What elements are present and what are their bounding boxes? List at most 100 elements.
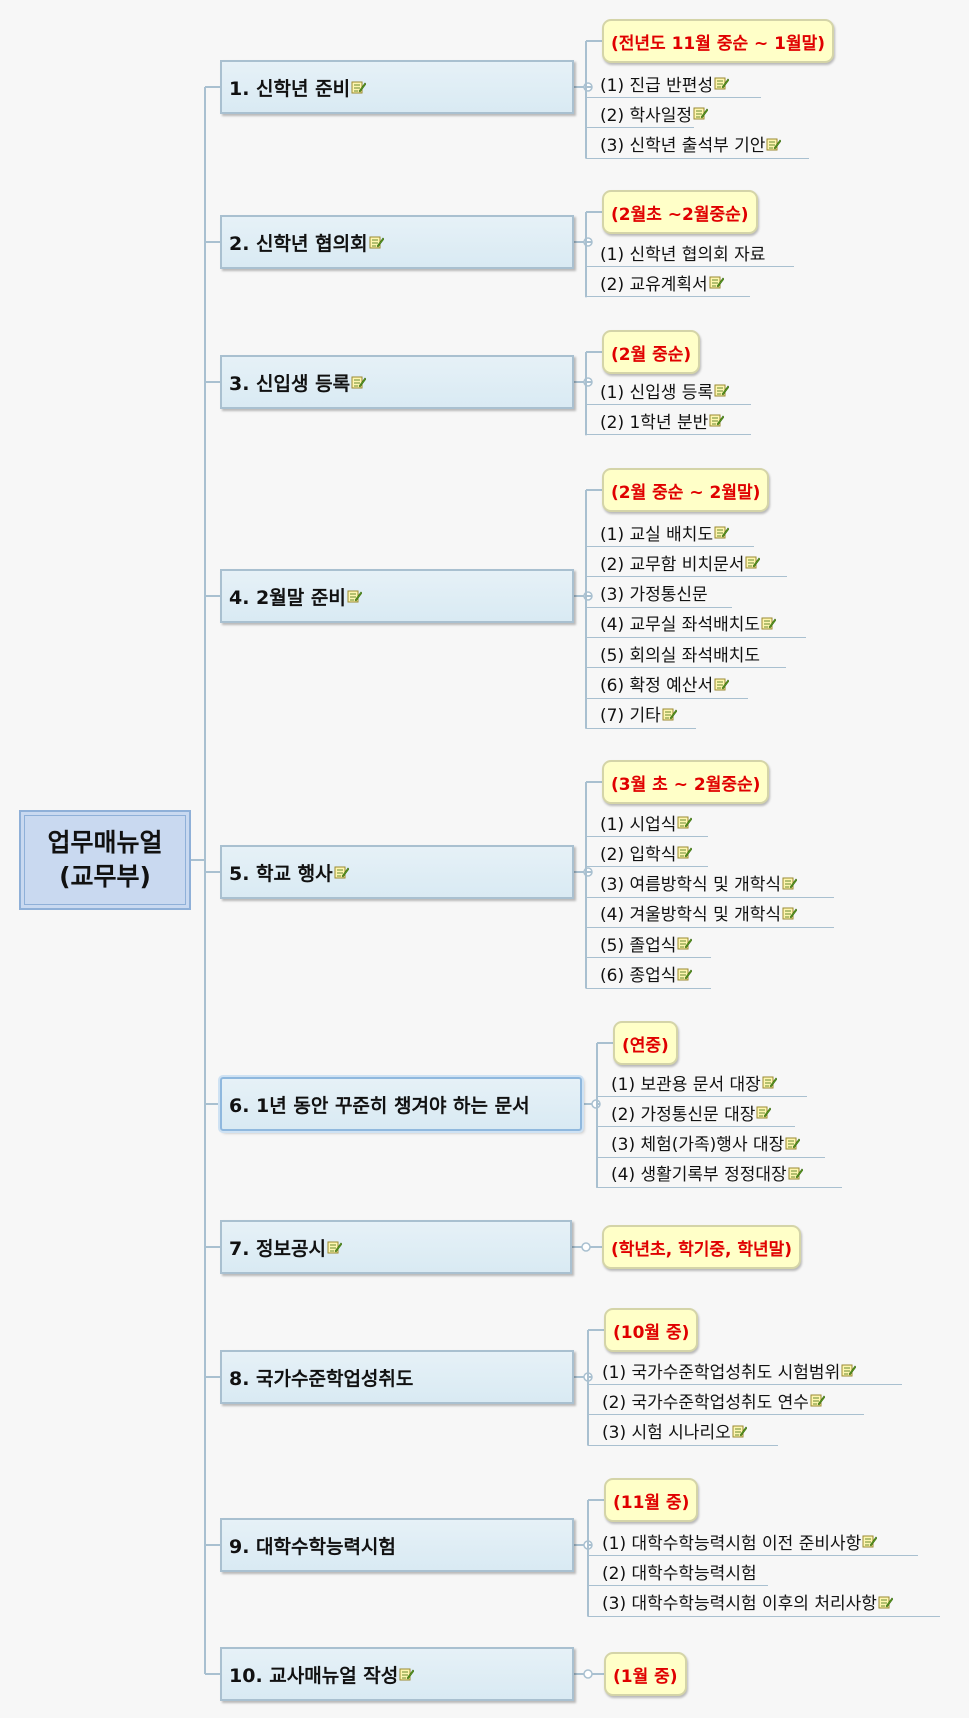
root-topic[interactable]: 업무매뉴얼 (교무부) (19, 810, 191, 910)
section-topic[interactable]: 4. 2월말 준비 (220, 569, 574, 623)
sub-topic[interactable]: (2) 학사일정 (586, 99, 709, 129)
note-icon[interactable] (347, 589, 362, 603)
section-topic[interactable]: 1. 신학년 준비 (220, 60, 574, 114)
sub-topic[interactable]: (3) 시험 시나리오 (588, 1417, 778, 1446)
sub-topic[interactable]: (6) 확정 예산서 (586, 670, 748, 699)
section-title: 3. 신입생 등록 (229, 372, 351, 395)
note-icon[interactable] (327, 1240, 342, 1254)
note-icon[interactable] (761, 616, 777, 630)
sub-topic[interactable]: (6) 종업식 (586, 960, 711, 989)
sub-topic[interactable]: (1) 진급 반편성 (586, 69, 761, 98)
date-range-label[interactable]: (10월 중) (604, 1308, 699, 1352)
sub-topic[interactable]: (2) 대학수학능력시험 (588, 1557, 768, 1587)
sub-topic[interactable]: (1) 시업식 (586, 808, 708, 837)
date-range-text: (2월 중순 ~ 2월말) (611, 482, 761, 503)
note-icon[interactable] (782, 876, 798, 890)
sub-topic[interactable]: (2) 국가수준학업성취도 연수 (588, 1386, 864, 1416)
date-range-label[interactable]: (2월 중순) (602, 330, 701, 374)
sub-topic[interactable]: (3) 가정통신문 (586, 579, 732, 608)
date-range-label[interactable]: (전년도 11월 중순 ~ 1월말) (602, 19, 835, 63)
note-icon[interactable] (677, 936, 693, 950)
sub-topic[interactable]: (2) 가정통신문 대장 (597, 1098, 795, 1128)
note-icon[interactable] (662, 707, 677, 721)
date-range-label[interactable]: (1월 중) (604, 1652, 687, 1696)
note-icon[interactable] (756, 1105, 772, 1119)
connector-node (581, 1242, 591, 1252)
sub-topic[interactable]: (1) 보관용 문서 대장 (597, 1068, 807, 1097)
date-range-label[interactable]: (2월초 ~2월중순) (602, 190, 758, 234)
sub-topic[interactable]: (1) 교실 배치도 (586, 518, 754, 547)
sub-topic[interactable]: (4) 겨울방학식 및 개학식 (586, 899, 834, 928)
note-icon[interactable] (785, 1136, 801, 1150)
note-icon[interactable] (878, 1595, 893, 1609)
section-topic[interactable]: 2. 신학년 협의회 (220, 215, 574, 269)
note-icon[interactable] (782, 906, 798, 920)
sub-topic[interactable]: (7) 기타 (586, 700, 696, 729)
section-title: 7. 정보공시 (229, 1237, 326, 1260)
sub-topic[interactable]: (2) 1학년 분반 (586, 406, 751, 436)
date-range-label[interactable]: (11월 중) (604, 1478, 699, 1522)
sub-topic-text: (7) 기타 (600, 706, 661, 727)
sub-topic-text: (2) 대학수학능력시험 (602, 1563, 757, 1584)
sub-topic[interactable]: (3) 신학년 출석부 기안 (586, 130, 809, 159)
note-icon[interactable] (709, 413, 725, 427)
note-icon[interactable] (714, 677, 730, 691)
note-icon[interactable] (714, 525, 730, 539)
note-icon[interactable] (762, 1075, 777, 1089)
section-title: 8. 국가수준학업성취도 (229, 1367, 414, 1390)
sub-topic-text: (4) 겨울방학식 및 개학식 (600, 905, 782, 926)
note-icon[interactable] (677, 815, 693, 829)
sub-topic[interactable]: (2) 교무함 비치문서 (586, 548, 787, 578)
note-icon[interactable] (399, 1667, 415, 1681)
note-icon[interactable] (369, 235, 384, 249)
sub-topic[interactable]: (2) 입학식 (586, 838, 708, 868)
sub-topic-text: (5) 졸업식 (600, 935, 677, 956)
sub-topic[interactable]: (4) 생활기록부 정정대장 (597, 1159, 842, 1188)
note-icon[interactable] (709, 275, 724, 289)
note-icon[interactable] (841, 1363, 857, 1377)
note-icon[interactable] (351, 80, 367, 94)
sub-topic[interactable]: (4) 교무실 좌석배치도 (586, 609, 806, 638)
note-icon[interactable] (766, 137, 782, 151)
note-icon[interactable] (714, 76, 730, 90)
date-range-label[interactable]: (3월 초 ~ 2월중순) (602, 760, 770, 804)
sub-topic[interactable]: (1) 대학수학능력시험 이전 준비사항 (588, 1527, 918, 1556)
sub-topic[interactable]: (2) 교유계획서 (586, 268, 750, 298)
sub-topic-text: (3) 여름방학식 및 개학식 (600, 875, 782, 896)
date-range-label[interactable]: (2월 중순 ~ 2월말) (602, 468, 770, 512)
sub-topic[interactable]: (5) 회의실 좌석배치도 (586, 639, 786, 669)
section-topic[interactable]: 5. 학교 행사 (220, 845, 574, 899)
note-icon[interactable] (788, 1166, 803, 1180)
note-icon[interactable] (810, 1393, 825, 1407)
sub-topic-text: (1) 교실 배치도 (600, 524, 714, 545)
sub-topic[interactable]: (1) 신입생 등록 (586, 376, 751, 405)
section-title: 5. 학교 행사 (229, 862, 333, 885)
section-topic[interactable]: 10. 교사매뉴얼 작성 (220, 1647, 574, 1701)
section-topic[interactable]: 3. 신입생 등록 (220, 355, 574, 409)
note-icon[interactable] (334, 865, 349, 879)
section-topic[interactable]: 9. 대학수학능력시험 (220, 1518, 574, 1572)
sub-topic[interactable]: (1) 국가수준학업성취도 시험범위 (588, 1356, 902, 1385)
sub-topic[interactable]: (3) 체험(가족)행사 대장 (597, 1129, 825, 1158)
note-icon[interactable] (732, 1424, 747, 1438)
note-icon[interactable] (862, 1534, 878, 1548)
sub-topic-text: (1) 대학수학능력시험 이전 준비사항 (602, 1533, 862, 1554)
sub-topic[interactable]: (1) 신학년 협의회 자료 (586, 238, 794, 267)
note-icon[interactable] (351, 375, 367, 389)
section-topic[interactable]: 7. 정보공시 (220, 1220, 572, 1274)
note-icon[interactable] (677, 845, 693, 859)
sub-topic[interactable]: (3) 여름방학식 및 개학식 (586, 869, 834, 898)
date-range-label[interactable]: (연중) (613, 1021, 678, 1065)
sub-topic[interactable]: (5) 졸업식 (586, 929, 711, 959)
date-range-text: (연중) (622, 1035, 669, 1056)
note-icon[interactable] (714, 383, 730, 397)
section-topic[interactable]: 6. 1년 동안 꾸준히 챙겨야 하는 문서 (220, 1077, 582, 1131)
sub-topic[interactable]: (3) 대학수학능력시험 이후의 처리사항 (588, 1588, 940, 1617)
note-icon[interactable] (677, 967, 693, 981)
sub-topic-text: (1) 보관용 문서 대장 (611, 1074, 761, 1095)
note-icon[interactable] (693, 106, 709, 120)
date-range-label[interactable]: (학년초, 학기중, 학년말) (602, 1225, 802, 1269)
section-topic[interactable]: 8. 국가수준학업성취도 (220, 1350, 574, 1404)
note-icon[interactable] (745, 555, 761, 569)
